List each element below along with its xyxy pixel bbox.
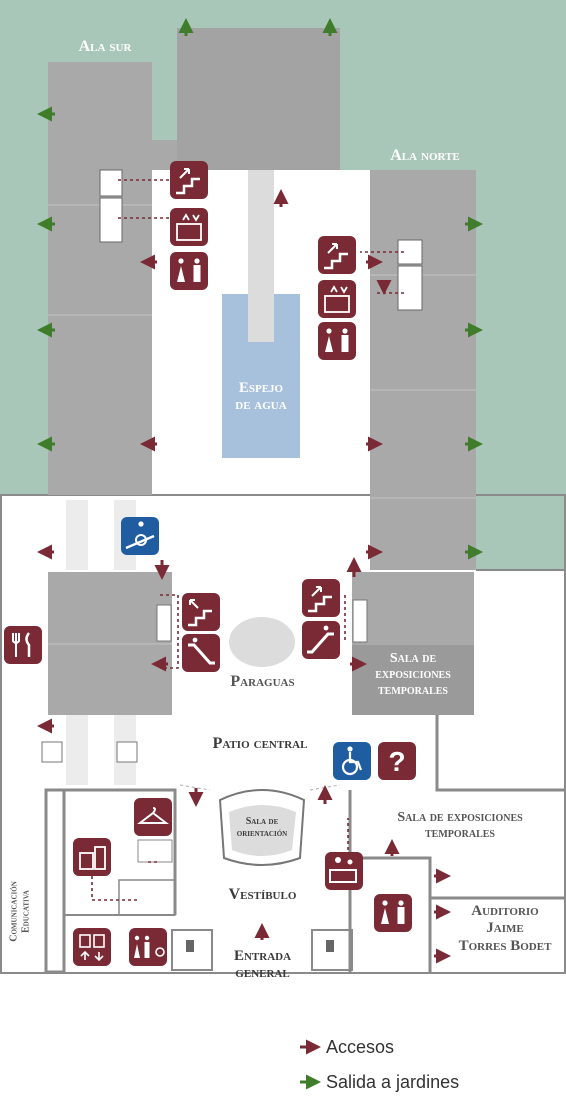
south-wing-block bbox=[48, 62, 152, 495]
accessibility-icon bbox=[333, 742, 371, 780]
legend-accesos: Accesos bbox=[326, 1037, 395, 1057]
garden-area-north-east bbox=[476, 495, 566, 570]
coat-check-icon bbox=[134, 798, 172, 836]
garden-exit-arrows bbox=[37, 18, 483, 560]
stairs-up-icon bbox=[182, 593, 220, 631]
sala-temp-1-line3: temporales bbox=[377, 683, 448, 699]
espejo-line2: de agua bbox=[235, 397, 287, 414]
information-icon: ? bbox=[378, 742, 416, 780]
temporary-exhibit-room-a bbox=[352, 645, 474, 715]
espejo-de-agua-label: Espejo de agua bbox=[222, 380, 300, 415]
svg-text:?: ? bbox=[388, 746, 405, 777]
entrada-line2: general bbox=[235, 965, 290, 982]
restroom-icon bbox=[318, 322, 356, 360]
north-wing-block bbox=[370, 170, 476, 570]
stairs-up-icon bbox=[318, 236, 356, 274]
auditorio-line3: Torres Bodet bbox=[458, 937, 552, 954]
umbrella-paraguas bbox=[229, 617, 295, 667]
legend-salida-jardines: Salida a jardines bbox=[326, 1072, 460, 1092]
sala-temp-1-line1: Sala de bbox=[389, 651, 437, 666]
sala-temporales-1-label: Sala de exposiciones temporales bbox=[352, 651, 474, 699]
sala-temp-1-line2: exposiciones bbox=[375, 667, 451, 683]
entrada-line1: Entrada bbox=[233, 948, 292, 964]
elevator-icon bbox=[170, 208, 208, 246]
patio-central-label: Patio central bbox=[212, 735, 308, 752]
comunicacion-line1: Comunicación bbox=[8, 881, 20, 942]
sala-temp-2-line2: temporales bbox=[424, 826, 495, 842]
sala-orientacion-label: Sala de orientación bbox=[222, 816, 302, 839]
escalator-icon bbox=[182, 634, 220, 672]
elevator-icon bbox=[318, 280, 356, 318]
restroom-icon bbox=[374, 894, 412, 932]
central-north-block bbox=[177, 28, 340, 170]
central-block-lower bbox=[152, 140, 177, 170]
sala-orientacion-line2: orientación bbox=[236, 827, 288, 839]
auditorio-label: Auditorio Jaime Torres Bodet bbox=[450, 903, 560, 955]
courtyard-floor bbox=[0, 170, 566, 975]
paraguas-label: Paraguas bbox=[230, 673, 295, 690]
restroom-icon bbox=[170, 252, 208, 290]
ticket-elevator-icon bbox=[73, 928, 111, 966]
gift-shop-icon bbox=[73, 838, 111, 876]
accessible-restroom-icon bbox=[129, 928, 167, 966]
comunicacion-line2: Educativa bbox=[20, 890, 31, 933]
ala-norte-label: Ala norte bbox=[390, 147, 460, 164]
stairs-up-icon bbox=[302, 579, 340, 617]
auditorio-line1: Auditorio bbox=[471, 903, 539, 919]
sala-orientacion-line1: Sala de bbox=[245, 816, 279, 827]
ala-sur-label: Ala sur bbox=[78, 38, 132, 55]
restaurant-icon bbox=[4, 626, 42, 664]
ticket-desk-icon bbox=[325, 852, 363, 890]
vestibulo-label: Vestíbulo bbox=[228, 886, 297, 903]
comunicacion-educativa-label: Comunicación Educativa bbox=[9, 857, 32, 967]
stairs-up-icon bbox=[170, 161, 208, 199]
espejo-line1: Espejo bbox=[238, 380, 284, 396]
lower-section-outline bbox=[0, 494, 566, 974]
orientation-room bbox=[218, 789, 306, 866]
entrada-general-label: Entrada general bbox=[215, 948, 310, 983]
sala-temporales-2-label: Sala de exposiciones temporales bbox=[360, 810, 560, 842]
escalator-icon bbox=[302, 621, 340, 659]
access-arrows bbox=[37, 189, 451, 964]
auditorio-line2: Jaime bbox=[486, 920, 524, 937]
sala-temp-2-line1: Sala de exposiciones bbox=[397, 810, 523, 825]
wheelchair-ramp-icon bbox=[121, 517, 159, 555]
